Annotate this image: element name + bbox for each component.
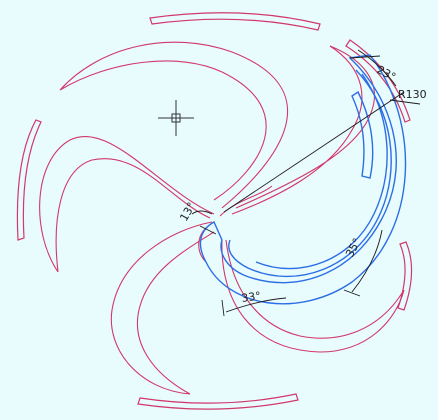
radius-extension[interactable] — [389, 99, 421, 105]
selected-blade-slot[interactable] — [351, 90, 374, 179]
angle-bottom-arc[interactable] — [225, 297, 287, 313]
rim-segment-bottom[interactable] — [137, 393, 299, 410]
angle-hub-arc[interactable] — [191, 210, 213, 215]
rim-segment-left[interactable] — [16, 119, 42, 241]
angle-right-arc[interactable] — [351, 229, 383, 293]
angle-hub-ext[interactable] — [199, 225, 217, 235]
angle-bottom-label[interactable]: 33° — [241, 289, 262, 305]
angle-top-ext-1[interactable] — [349, 55, 381, 59]
blade-top[interactable] — [59, 41, 289, 209]
selected-blade-inner-2[interactable] — [255, 73, 388, 270]
dimension-annotations — [191, 49, 421, 317]
selected-blade-inner[interactable] — [228, 69, 392, 278]
angle-right-ext[interactable] — [343, 289, 361, 297]
selected-blade-profile[interactable] — [199, 54, 407, 305]
angle-bottom-ext[interactable] — [221, 299, 225, 317]
outer-rim-segments — [16, 12, 413, 410]
radius-label[interactable]: R130 — [398, 88, 427, 101]
rim-segment-top[interactable] — [149, 12, 321, 31]
crosshair-cursor-icon — [158, 100, 194, 136]
blade-bottom-left[interactable] — [110, 221, 215, 395]
blade-left[interactable] — [39, 135, 215, 273]
angle-top-arc[interactable] — [357, 49, 397, 87]
selected-blade-outer[interactable] — [199, 54, 407, 305]
rim-segment-right[interactable] — [397, 241, 413, 311]
rim-segment-right-top[interactable] — [345, 39, 411, 123]
radius-leader-line[interactable] — [223, 91, 405, 213]
